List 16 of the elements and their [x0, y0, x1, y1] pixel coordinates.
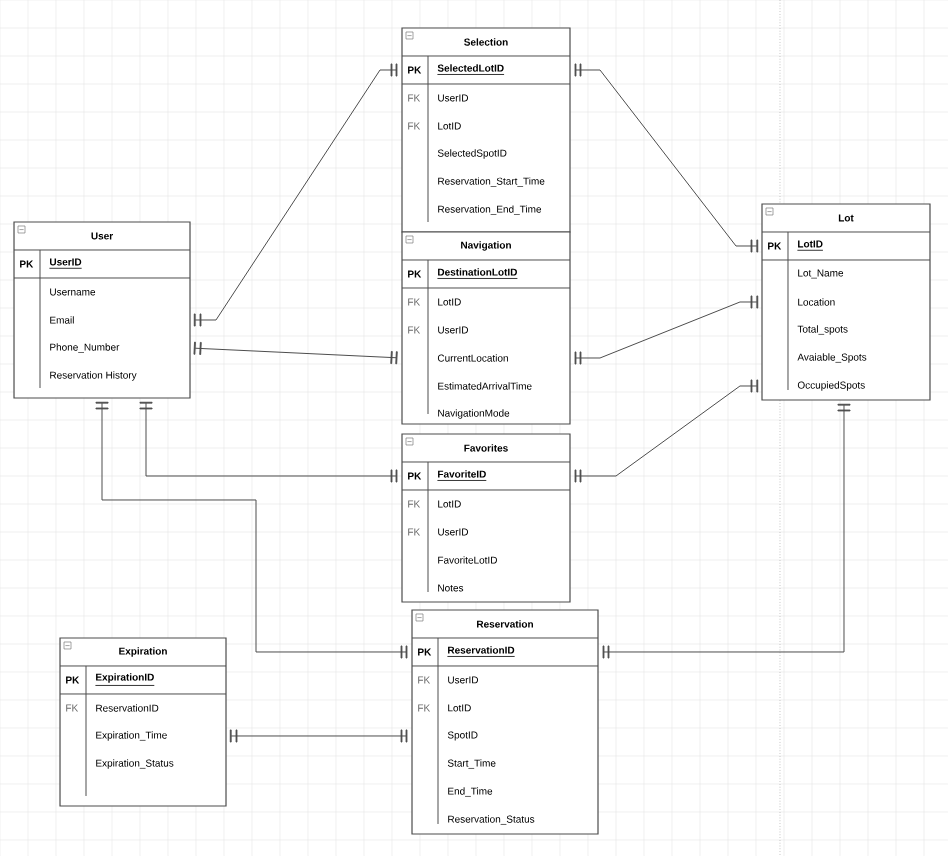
relationship-line: [574, 295, 759, 365]
entity-table: [59, 637, 227, 807]
entity-table: [401, 231, 571, 425]
entity-table: [401, 27, 571, 233]
entity-table: [411, 609, 599, 835]
relationship-line: [574, 63, 759, 253]
relationship-line: [602, 403, 851, 659]
entity-table: [401, 433, 571, 603]
relationship-line: [229, 729, 408, 743]
relationship-line: [193, 341, 398, 365]
entity-table: [13, 221, 191, 399]
relationship-line: [95, 401, 408, 659]
relationship-line: [139, 401, 398, 483]
relationship-line: [574, 379, 759, 483]
relationship-line: [193, 63, 398, 327]
entity-table: [761, 203, 931, 401]
